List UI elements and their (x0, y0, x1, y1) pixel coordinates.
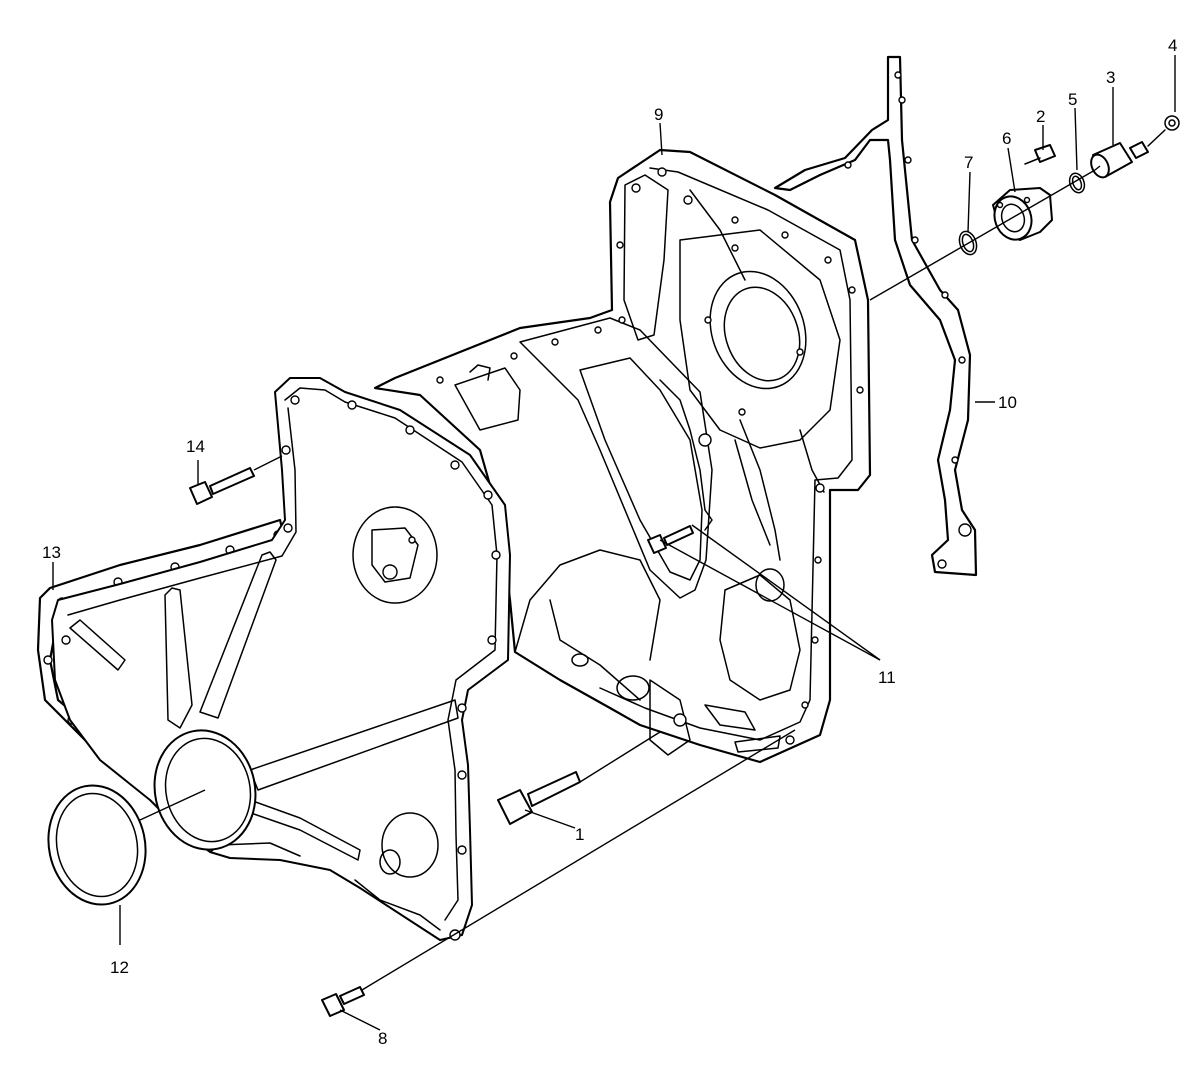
inner-seal-gasket (659, 379, 713, 531)
callout-4: 4 (1168, 36, 1177, 55)
callout-12: 12 (110, 958, 129, 977)
callout-13: 13 (42, 543, 61, 562)
leader-lines (52, 55, 1176, 1031)
callout-14: 14 (186, 437, 205, 456)
callout-6: 6 (1002, 129, 1011, 148)
sensor-housing (992, 187, 1053, 241)
callout-1: 1 (575, 825, 584, 844)
callout-5: 5 (1068, 90, 1077, 109)
retaining-clip (1164, 115, 1180, 131)
oil-seal-ring (47, 784, 147, 906)
timing-housing (373, 148, 872, 764)
o-ring-small (1068, 172, 1086, 194)
bolt-14 (189, 467, 255, 505)
speed-sensor (1090, 129, 1166, 179)
gasket-rear (773, 55, 978, 577)
bolt-1 (497, 771, 581, 825)
o-ring-large (958, 230, 978, 256)
callout-11: 11 (878, 668, 896, 687)
callout-7: 7 (964, 153, 973, 172)
callout-10: 10 (998, 393, 1017, 412)
o-ring-small-inner (1071, 175, 1083, 191)
callout-3: 3 (1106, 68, 1115, 87)
bolt-8 (321, 986, 365, 1017)
callout-labels: 1 2 3 4 5 6 7 8 9 10 11 12 13 14 (42, 36, 1177, 1048)
bolt-11 (647, 525, 694, 554)
small-bolt (1024, 144, 1056, 165)
callout-2: 2 (1036, 107, 1045, 126)
callout-9: 9 (654, 105, 663, 124)
callout-8: 8 (378, 1029, 387, 1048)
